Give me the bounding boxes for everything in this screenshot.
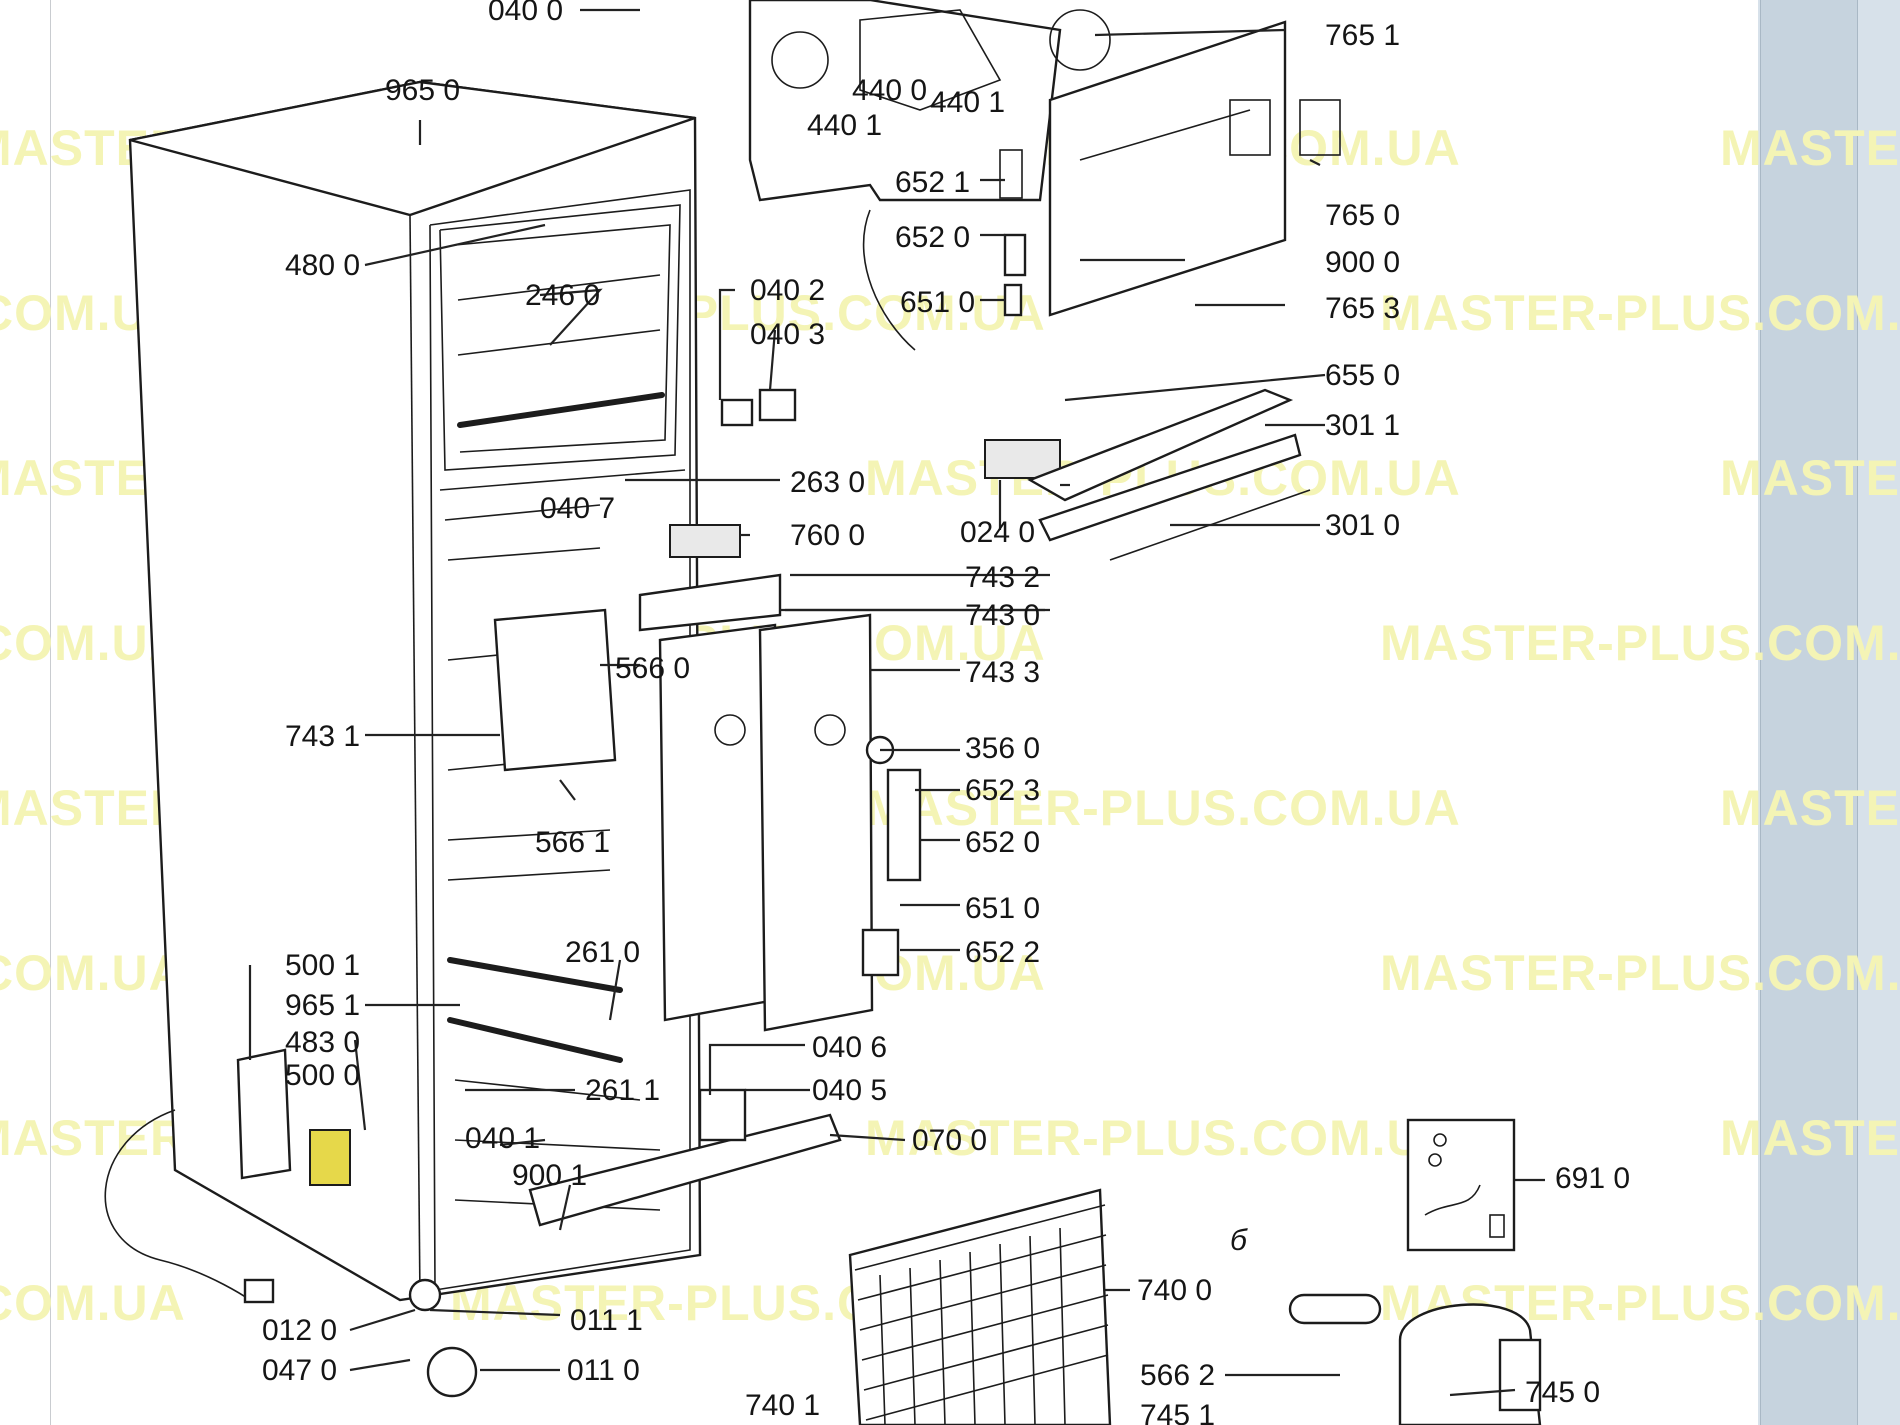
part-label: 566 2 xyxy=(1140,1359,1215,1392)
part-label: 745 0 xyxy=(1525,1376,1600,1409)
part-label: 740 1 xyxy=(745,1389,820,1422)
part-label: 040 0 xyxy=(488,0,563,27)
watermark-text: MASTER-PLUS.COM.UA xyxy=(865,780,1461,836)
part-label: 301 0 xyxy=(1325,509,1400,542)
part-label: 040 6 xyxy=(812,1031,887,1064)
part-label: 691 0 xyxy=(1555,1162,1630,1195)
watermark-text: MASTER-PLUS.COM.UA xyxy=(1380,285,1900,341)
part-label: 743 2 xyxy=(965,561,1040,594)
watermark-text: MASTER-PLUS.COM.UA xyxy=(1720,450,1900,506)
part-label: 440 1 xyxy=(930,86,1005,119)
part-label: 765 3 xyxy=(1325,292,1400,325)
part-label: 301 1 xyxy=(1325,409,1400,442)
watermark-text: MASTER-PLUS.COM.UA xyxy=(0,945,186,1001)
part-label: 652 0 xyxy=(895,221,970,254)
watermark-text: MASTER-PLUS.COM.UA xyxy=(1720,120,1900,176)
part-label: 500 1 xyxy=(285,949,360,982)
part-label: 040 7 xyxy=(540,492,615,525)
highlight-part xyxy=(309,1129,351,1186)
part-label: 651 0 xyxy=(900,286,975,319)
part-label: 740 0 xyxy=(1137,1274,1212,1307)
part-label: 965 0 xyxy=(385,74,460,107)
part-label: 040 2 xyxy=(750,274,825,307)
compressor-parts xyxy=(1288,1293,1542,1425)
part-label: 500 0 xyxy=(285,1059,360,1092)
part-label: 246 0 xyxy=(525,279,600,312)
part-label: 765 0 xyxy=(1325,199,1400,232)
part-label: 356 0 xyxy=(965,732,1040,765)
part-label: 965 1 xyxy=(285,989,360,1022)
part-label: 440 0 xyxy=(852,74,927,107)
watermark-text: MASTER-PLUS.COM.UA xyxy=(1720,780,1900,836)
part-label: 070 0 xyxy=(912,1124,987,1157)
part-label: 900 0 xyxy=(1325,246,1400,279)
part-label: 012 0 xyxy=(262,1314,337,1347)
part-label: 024 0 xyxy=(960,516,1035,549)
part-label: 040 5 xyxy=(812,1074,887,1107)
left-page-rule xyxy=(50,0,51,1425)
watermark-text: MASTER-PLUS.COM.UA xyxy=(0,1275,186,1331)
part-label: 651 0 xyxy=(965,892,1040,925)
leader-lines xyxy=(248,8,1545,1397)
side-bracket-parts xyxy=(236,1048,351,1304)
refrigerator-cabinet xyxy=(104,80,702,1302)
part-label: 652 1 xyxy=(895,166,970,199)
part-label: 743 0 xyxy=(965,599,1040,632)
watermark-text: MASTER-PLUS.COM.UA xyxy=(1380,615,1900,671)
part-label: 261 1 xyxy=(585,1074,660,1107)
part-label: 655 0 xyxy=(1325,359,1400,392)
part-label: 566 0 xyxy=(615,652,690,685)
part-label: 652 0 xyxy=(965,826,1040,859)
part-label: 652 3 xyxy=(965,774,1040,807)
condenser-coil xyxy=(848,1188,1112,1425)
fridge-mid-assembly xyxy=(408,524,922,1398)
part-label: 652 2 xyxy=(965,936,1040,969)
part-label: 483 0 xyxy=(285,1026,360,1059)
part-labels: 040 0 965 0 480 0 246 0 440 0 440 1 440 … xyxy=(262,0,1630,1425)
part-label: 040 1 xyxy=(465,1122,540,1155)
part-label: 440 1 xyxy=(807,109,882,142)
watermark-text: MASTER-PLUS.COM.UA xyxy=(1380,945,1900,1001)
part-label: 011 1 xyxy=(570,1304,643,1337)
part-label: 480 0 xyxy=(285,249,360,282)
scrollbar-rail[interactable] xyxy=(1760,0,1858,1425)
part-label: 743 1 xyxy=(285,720,360,753)
part-label: 261 0 xyxy=(565,936,640,969)
part-label: 263 0 xyxy=(790,466,865,499)
part-label: 745 1 xyxy=(1140,1399,1215,1425)
part-label: 760 0 xyxy=(790,519,865,552)
part-label: 011 0 xyxy=(567,1354,640,1387)
part-label: 900 1 xyxy=(512,1159,587,1192)
part-label: 765 1 xyxy=(1325,19,1400,52)
part-label: 743 3 xyxy=(965,656,1040,689)
freezer-parts xyxy=(720,0,1341,561)
watermark-text: MASTER-PLUS.COM.UA xyxy=(1720,1110,1900,1166)
part-label: 040 3 xyxy=(750,318,825,351)
part-label: б xyxy=(1230,1224,1248,1257)
part-label: 566 1 xyxy=(535,826,610,859)
watermark-text: MASTER-PLUS.COM.UA xyxy=(865,1110,1461,1166)
part-label: 047 0 xyxy=(262,1354,337,1387)
accessory-kit-box xyxy=(1406,1118,1516,1252)
